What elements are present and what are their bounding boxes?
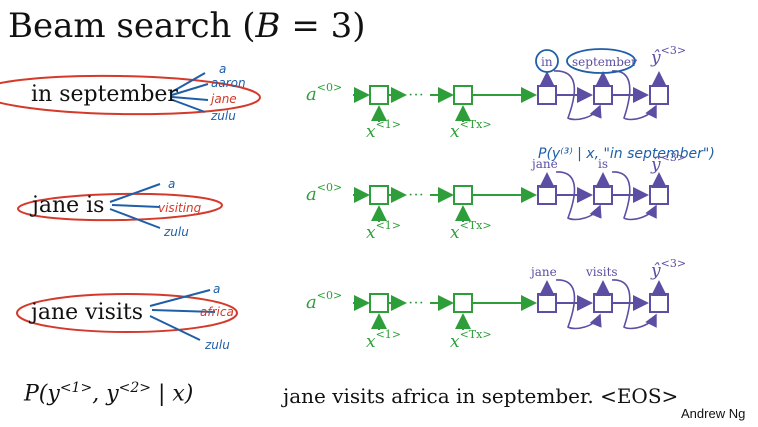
row-3-encoder-cell-T: [453, 293, 473, 313]
row-1-prefix: in september: [31, 82, 178, 107]
row-3-highlight-ellipse: [16, 293, 238, 333]
row-3-decoder-cell-2: [593, 293, 613, 313]
row-3-a0-label: a<0>: [306, 289, 342, 313]
row-1-circle-out1: [535, 49, 559, 73]
row-2-a0-label: a<0>: [306, 181, 342, 205]
row-1-encoder-cell-T: [453, 85, 473, 105]
row-1-encoder-cell-1: [369, 85, 389, 105]
row-3-candidate: a: [213, 282, 220, 296]
row-2-y3-label: ŷ<3>: [650, 151, 686, 175]
probability-annotation: P(y⁽³⁾ | x, "in september"): [538, 146, 715, 162]
row-2-candidate: zulu: [163, 225, 189, 239]
row-3-decoder-cell-1: [537, 293, 557, 313]
row-3-branch-lines: [149, 289, 216, 341]
row-2-output-1: jane: [530, 157, 558, 171]
row-1-highlight-ellipse: [0, 74, 261, 116]
row-1-branch-lines: [169, 72, 209, 113]
row-3-x1-label: x<1>: [366, 328, 401, 352]
row-1-y3-label: ŷ<3>: [650, 44, 686, 68]
row-1-decoder-cell-2: [593, 85, 613, 105]
row-1-output-2: september: [572, 55, 637, 69]
slide-title: Beam search (B = 3): [8, 6, 366, 46]
row-2-candidate: a: [168, 177, 175, 191]
row-1-ellipsis: ···: [408, 87, 424, 104]
row-3-encoder-cell-1: [369, 293, 389, 313]
row-1-candidate: a: [219, 62, 226, 76]
row-2-output-2: is: [598, 157, 608, 171]
row-3-ellipsis: ···: [408, 295, 424, 312]
row-3-xT-label: x<Tx>: [450, 328, 492, 352]
row-2-encoder-cell-1: [369, 185, 389, 205]
row-2-decoder-cell-3: [649, 185, 669, 205]
row-1-output-1: in: [541, 55, 553, 69]
row-2-branch-lines: [109, 183, 161, 229]
author-credit: Andrew Ng: [681, 406, 746, 421]
row-1-a0-label: a<0>: [306, 81, 342, 105]
row-1: a aaron jane zulu a<0> ··· x<1> x<Tx>: [0, 44, 686, 142]
row-2-xT-label: x<Tx>: [450, 219, 492, 243]
row-2-highlight-ellipse: [17, 192, 223, 222]
row-3: a africa zulu a<0> ··· x<1> x<Tx>: [16, 257, 686, 352]
row-2-x1-label: x<1>: [366, 219, 401, 243]
row-2: a visiting zulu a<0> ··· x<1> x<Tx>: [17, 151, 686, 243]
row-2-encoder-cell-T: [453, 185, 473, 205]
row-2-ellipsis: ···: [408, 187, 424, 204]
row-3-output-1: jane: [529, 265, 557, 279]
row-1-xT-label: x<Tx>: [450, 118, 492, 142]
row-3-candidate-selected: africa: [200, 305, 234, 319]
row-3-candidate: zulu: [204, 338, 230, 352]
row-3-output-2: visits: [585, 265, 618, 279]
row-1-x1-label: x<1>: [366, 118, 401, 142]
row-2-decoder-cell-1: [537, 185, 557, 205]
row-3-prefix: jane visits: [31, 300, 144, 325]
row-1-decoder-cell-1: [537, 85, 557, 105]
row-1-circle-out2: [566, 48, 636, 74]
row-1-candidate: aaron: [211, 76, 246, 90]
row-1-decoder-cell-3: [649, 85, 669, 105]
row-1-candidate: zulu: [210, 109, 236, 123]
row-3-decoder-cell-3: [649, 293, 669, 313]
row-1-candidate-selected: jane: [209, 92, 237, 106]
row-2-decoder-cell-2: [593, 185, 613, 205]
output-sentence: jane visits africa in september. <EOS>: [283, 384, 679, 408]
row-2-prefix: jane is: [32, 193, 105, 218]
joint-probability-formula: P(y<1>, y<2> | x): [24, 380, 194, 407]
row-2-candidate-selected: visiting: [158, 201, 202, 215]
row-3-y3-label: ŷ<3>: [650, 257, 686, 281]
